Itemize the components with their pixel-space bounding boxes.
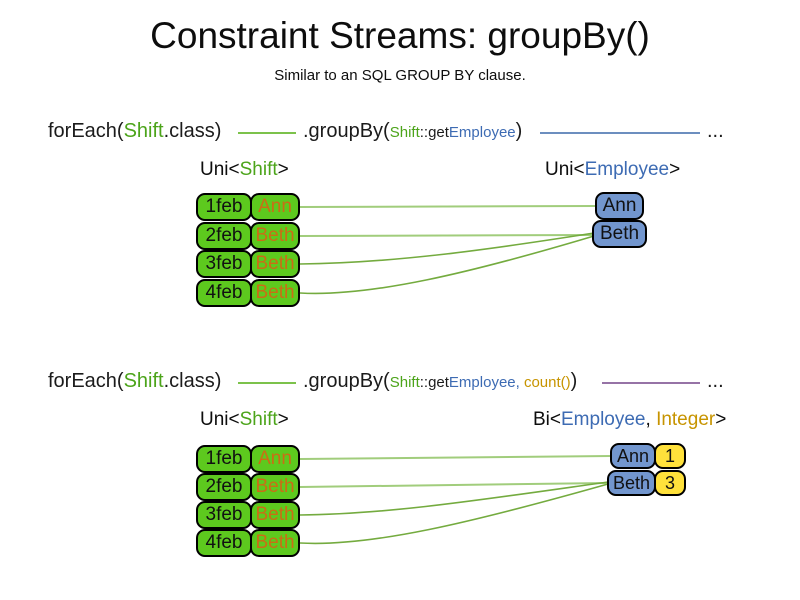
shift-row: 3feb Beth <box>196 250 300 278</box>
shift-name-cell: Beth <box>250 279 300 307</box>
s2-left-label-pre: Uni< <box>200 409 240 430</box>
shift-date-cell: 4feb <box>196 279 252 307</box>
code-line-1-groupby: .groupBy(Shift::getEmployee) <box>303 120 522 143</box>
shift-date-cell: 1feb <box>196 193 252 221</box>
code1-foreach-token: forEach( <box>48 120 124 142</box>
shift-date-cell: 3feb <box>196 501 252 529</box>
employee-box: Ann <box>595 192 644 220</box>
shift-date-cell: 4feb <box>196 529 252 557</box>
shift-name-cell: Beth <box>250 473 300 501</box>
page-title: Constraint Streams: groupBy() <box>150 15 650 56</box>
s2-map-line-row2-beth <box>299 482 609 488</box>
shift-row: 4feb Beth <box>196 529 300 557</box>
shift-name-cell: Ann <box>250 445 300 473</box>
s2-map-line-row1-ann <box>299 455 612 460</box>
code2-class-suffix: .class) <box>163 370 222 392</box>
s1-left-label-type: Shift <box>239 159 278 180</box>
s1-left-label-post: > <box>277 159 289 180</box>
shift-row: 2feb Beth <box>196 473 300 501</box>
count-box: 3 <box>654 470 686 496</box>
s2-right-type-label: Bi<Employee, Integer> <box>533 409 726 431</box>
s1-left-type-label: Uni<Shift> <box>200 159 289 181</box>
shift-name-cell: Beth <box>250 250 300 278</box>
shift-date-cell: 2feb <box>196 473 252 501</box>
code1-close-paren: ) <box>515 120 523 142</box>
code-line-2-foreach: forEach(Shift.class) <box>48 370 221 393</box>
code1-groupby-token: .groupBy( <box>303 120 390 142</box>
code2-comma: , <box>515 374 524 391</box>
code-line-2-groupby: .groupBy(Shift::getEmployee, count()) <box>303 370 577 393</box>
s2-right-label-type2: Integer <box>656 409 716 430</box>
shift-row: 4feb Beth <box>196 279 300 307</box>
code2-close-paren: ) <box>570 370 578 392</box>
s1-right-label-type: Employee <box>584 159 670 180</box>
code2-groupby-token: .groupBy( <box>303 370 390 392</box>
s2-right-label-pre: Bi< <box>533 409 561 430</box>
shift-row: 1feb Ann <box>196 193 300 221</box>
s1-map-curve-row4-beth <box>299 235 595 295</box>
s1-right-label-post: > <box>669 159 681 180</box>
shift-name-cell: Beth <box>250 501 300 529</box>
shift-name-cell: Ann <box>250 193 300 221</box>
shift-date-cell: 2feb <box>196 222 252 250</box>
code2-count-token: count() <box>523 374 571 391</box>
shift-date-cell: 3feb <box>196 250 252 278</box>
s1-left-label-pre: Uni< <box>200 159 240 180</box>
code2-arg-class: Shift <box>389 374 420 391</box>
shift-name-cell: Beth <box>250 529 300 557</box>
code1-shift-type: Shift <box>123 120 164 142</box>
employee-box: Beth <box>607 470 656 496</box>
code2-arg-method: ::get <box>419 374 449 391</box>
s1-right-type-label: Uni<Employee> <box>545 159 680 181</box>
s2-left-label-type: Shift <box>239 409 278 430</box>
shift-row: 2feb Beth <box>196 222 300 250</box>
page-subtitle: Similar to an SQL GROUP BY clause. <box>274 67 526 84</box>
code2-foreach-token: forEach( <box>48 370 124 392</box>
code2-shift-type: Shift <box>123 370 164 392</box>
s1-map-curve-row3-beth <box>299 232 595 265</box>
s2-right-label-comma: , <box>645 409 657 430</box>
s2-left-label-post: > <box>277 409 289 430</box>
group-pair-row: Ann 1 <box>610 443 686 469</box>
code-line-2-ellipsis: ... <box>707 370 724 392</box>
count-box: 1 <box>654 443 686 469</box>
s2-map-curve-row3-beth <box>299 481 609 516</box>
code1-class-suffix: .class) <box>163 120 222 142</box>
employee-box: Ann <box>610 443 656 469</box>
shift-name-cell: Beth <box>250 222 300 250</box>
code2-arg-employee: Employee <box>448 374 516 391</box>
code1-arg-method: ::get <box>419 124 449 141</box>
s1-right-label-pre: Uni< <box>545 159 585 180</box>
s1-map-line-row2-beth <box>299 234 595 237</box>
s2-right-label-post: > <box>715 409 727 430</box>
shift-row: 3feb Beth <box>196 501 300 529</box>
employee-box: Beth <box>592 220 647 248</box>
group-pair-row: Beth 3 <box>607 470 686 496</box>
shift-row: 1feb Ann <box>196 445 300 473</box>
code-line-1-ellipsis: ... <box>707 120 724 142</box>
s1-map-line-row1-ann <box>299 205 597 208</box>
s2-right-label-type1: Employee <box>561 409 646 430</box>
code1-arg-class: Shift <box>389 124 420 141</box>
s2-left-type-label: Uni<Shift> <box>200 409 289 431</box>
shift-date-cell: 1feb <box>196 445 252 473</box>
code-line-1-foreach: forEach(Shift.class) <box>48 120 221 143</box>
code1-arg-employee: Employee <box>448 124 516 141</box>
s2-map-curve-row4-beth <box>299 483 609 545</box>
